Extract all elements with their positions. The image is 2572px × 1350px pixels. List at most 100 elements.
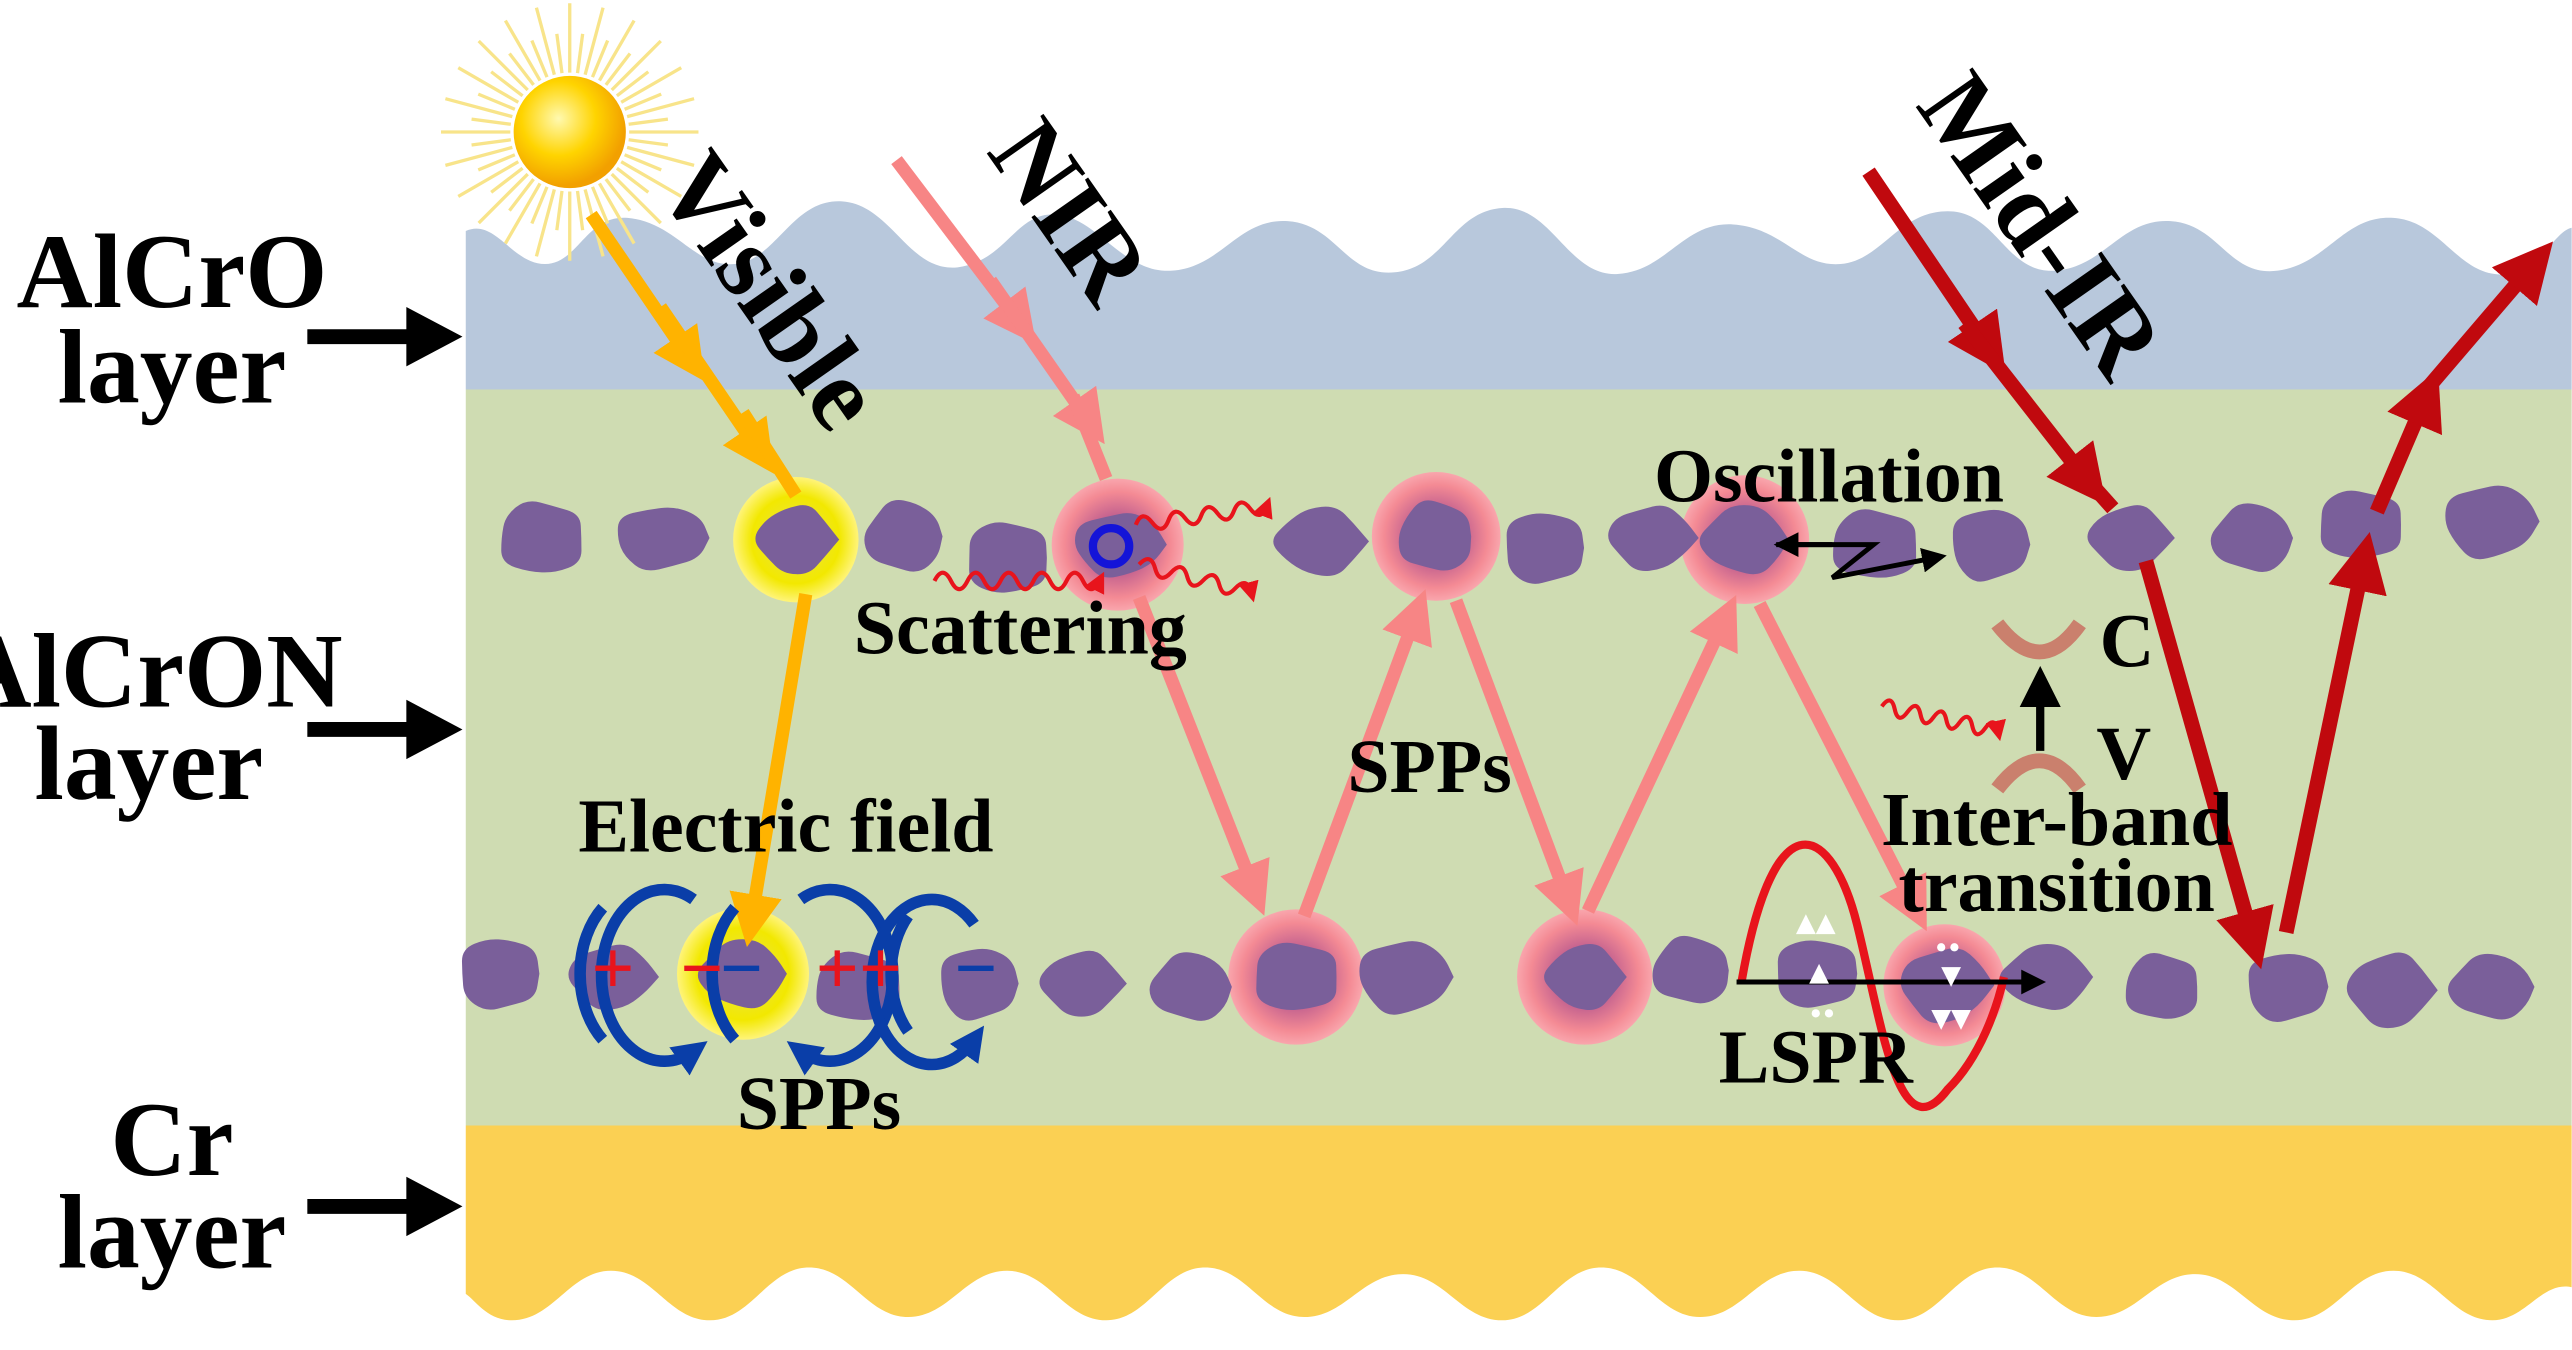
- visible-ray-down: [729, 593, 813, 947]
- sun-ray: [626, 145, 695, 167]
- sun-ray: [615, 70, 650, 98]
- sun-ray: [508, 52, 535, 86]
- nanoparticle: [2125, 952, 2198, 1019]
- electric-field-label: Electric field: [578, 785, 993, 869]
- cr-label-line2: layer: [58, 1173, 287, 1290]
- sun-ray: [477, 92, 516, 111]
- nanoparticle: [1256, 942, 1337, 1010]
- sun-ray: [623, 92, 662, 111]
- sun-ray: [530, 39, 549, 78]
- mid-ir-ray-up-3: [2420, 241, 2553, 395]
- sun-ray: [598, 182, 636, 245]
- cr-label-line1: Cr: [110, 1081, 233, 1198]
- sun-ray: [457, 160, 520, 198]
- interband-label-line2: transition: [1899, 844, 2215, 928]
- alcron-label-line1: AlCrON: [0, 612, 342, 729]
- nanoparticle: [1359, 941, 1454, 1015]
- nanoparticle: [501, 501, 582, 573]
- sun-ray: [471, 117, 512, 126]
- alcron-side-label: AlCrON layer: [0, 612, 463, 822]
- charge-minus-3: −: [954, 927, 997, 1011]
- alcro-label-line1: AlCrO: [17, 213, 328, 330]
- nanoparticle: [1900, 948, 1995, 1024]
- nir-ray-incoming-3: [1066, 393, 1113, 482]
- mid-ir-ray-incoming-2: [1958, 318, 2107, 506]
- nir-ray: NIR: [891, 98, 1927, 932]
- sun-ray: [555, 33, 564, 74]
- nanoparticle: [864, 500, 943, 572]
- sun-ray: [477, 39, 529, 92]
- scattering-group: Scattering: [854, 496, 1273, 671]
- sun-ray: [598, 19, 636, 82]
- nanoparticle: [1544, 943, 1627, 1010]
- visible-ray-segment-3: [737, 409, 802, 499]
- arrow-right-icon: [307, 306, 463, 367]
- nir-ray-down-2: [1449, 598, 1584, 926]
- sun-ray: [628, 117, 669, 126]
- sun-ray: [508, 178, 535, 212]
- sun-ray: [503, 19, 542, 82]
- alcro-label-line2: layer: [58, 309, 287, 426]
- sun-ray: [604, 52, 632, 86]
- photon-wave: [1880, 698, 2006, 742]
- sun-ray: [457, 66, 520, 104]
- sun-ray: [626, 97, 695, 119]
- charge-minus-2: −: [720, 927, 763, 1011]
- charge-double-plus: ++: [816, 927, 903, 1011]
- sun-ray: [530, 186, 549, 225]
- sun-ray: [620, 160, 683, 198]
- band-v-label: V: [2096, 712, 2151, 796]
- nir-ray-up-1: [1297, 589, 1432, 919]
- sun-ray: [575, 190, 585, 231]
- oscillation-group: Oscillation: [1654, 435, 2004, 581]
- sun-ray: [615, 166, 650, 194]
- sun-ray: [590, 39, 610, 78]
- nir-ray-down-3: [1753, 601, 1927, 932]
- lspr-group: LSPR: [1719, 840, 2046, 1111]
- nir-ray-up-2: [1582, 594, 1738, 914]
- scattering-label: Scattering: [854, 587, 1187, 671]
- nanoparticle: [2448, 953, 2535, 1020]
- lspr-label: LSPR: [1719, 1016, 1914, 1100]
- nanoparticle: [697, 939, 787, 1009]
- nanoparticle: [941, 948, 1019, 1021]
- charge-minus-1: −: [680, 927, 723, 1011]
- sun-ray: [534, 188, 556, 257]
- nanoparticle: [617, 507, 710, 571]
- sun-icon: [441, 3, 699, 261]
- sun-ray: [490, 166, 524, 194]
- charge-plus-1: +: [591, 927, 634, 1011]
- sun-ray: [490, 70, 524, 98]
- visible-ray-segment-2: [655, 303, 775, 475]
- sun-ray: [604, 178, 632, 212]
- mid-ir-ray-up-2: [2370, 368, 2443, 515]
- sun-ray: [583, 7, 605, 76]
- nir-ray-down-1: [1132, 595, 1270, 916]
- sun-ray: [444, 145, 513, 167]
- scatter-out-wave-down: [1137, 557, 1259, 603]
- nanoparticle: [2210, 503, 2294, 572]
- nanoparticle: [2087, 505, 2175, 572]
- sun-ray: [471, 138, 512, 147]
- nanoparticle: [568, 944, 660, 1011]
- sun-core: [513, 75, 626, 189]
- field-loops: [574, 883, 985, 1076]
- nanoparticle: [1699, 505, 1789, 575]
- sun-ray: [444, 97, 513, 119]
- band-c-label: C: [2100, 600, 2155, 684]
- nanoparticle: [1506, 513, 1585, 584]
- alcron-label-line2: layer: [35, 705, 264, 822]
- nanoparticle: [461, 939, 540, 1010]
- sun-ray: [534, 7, 556, 76]
- particle-rows: [461, 485, 2540, 1029]
- interband-label-line1: Inter-band: [1881, 778, 2232, 862]
- nanoparticle: [2346, 952, 2438, 1029]
- nanoparticle: [1608, 505, 1699, 572]
- arrow-right-icon: [307, 1176, 463, 1237]
- sun-ray: [610, 39, 662, 92]
- sun-ray: [620, 66, 683, 104]
- sun-ray: [575, 33, 585, 74]
- nanoparticle: [1652, 935, 1729, 1004]
- sun-ray: [590, 186, 610, 225]
